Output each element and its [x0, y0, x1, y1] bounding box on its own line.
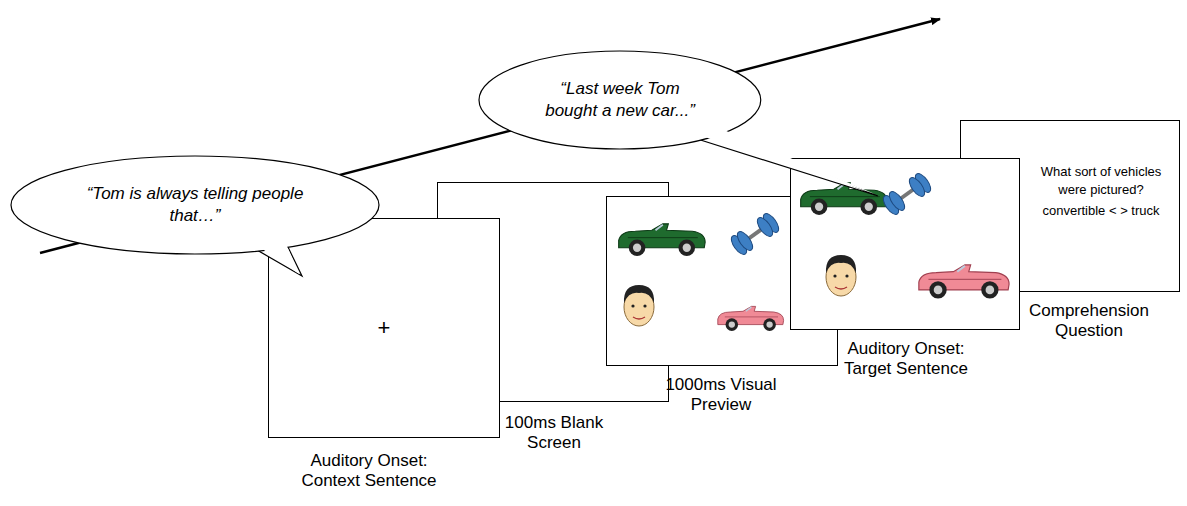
- trial-screen: +Auditory Onset: Context Sentence: [268, 218, 500, 438]
- question-area: What sort of vehicles were pictured? conv…: [1027, 163, 1175, 220]
- car-picture: [919, 265, 1009, 299]
- fixation-cross: +: [378, 315, 391, 341]
- speech-bubble: “Tom is always telling people that…”: [10, 155, 380, 255]
- face-picture: [826, 255, 856, 296]
- screen-label: Comprehension Question: [1019, 301, 1159, 342]
- speech-text: “Tom is always telling people that…”: [80, 183, 310, 227]
- car-picture: [718, 306, 784, 331]
- screen-label: 1000ms Visual Preview: [656, 375, 786, 416]
- screen-label: 100ms Blank Screen: [499, 413, 609, 454]
- car-picture: [801, 183, 887, 215]
- bubble-ellipse: [11, 156, 379, 254]
- screen-label: Auditory Onset: Context Sentence: [294, 451, 444, 492]
- trial-screen: Auditory Onset: Target Sentence: [790, 158, 1020, 330]
- speech-bubble: “Last week Tom bought a new car...”: [478, 50, 762, 150]
- bubble-outline: [10, 155, 380, 255]
- bubble-outline: [478, 50, 762, 150]
- answer-options: convertible < > truck: [1027, 202, 1175, 220]
- dumbbell-picture: [880, 171, 933, 217]
- dumbbell-picture: [728, 211, 781, 257]
- screen-label: Auditory Onset: Target Sentence: [831, 339, 981, 380]
- car-picture: [619, 224, 705, 256]
- speech-text: “Last week Tom bought a new car...”: [533, 78, 708, 122]
- screen-pictures: [791, 159, 1021, 331]
- face-picture: [624, 285, 654, 326]
- question-text: What sort of vehicles were pictured?: [1027, 163, 1175, 198]
